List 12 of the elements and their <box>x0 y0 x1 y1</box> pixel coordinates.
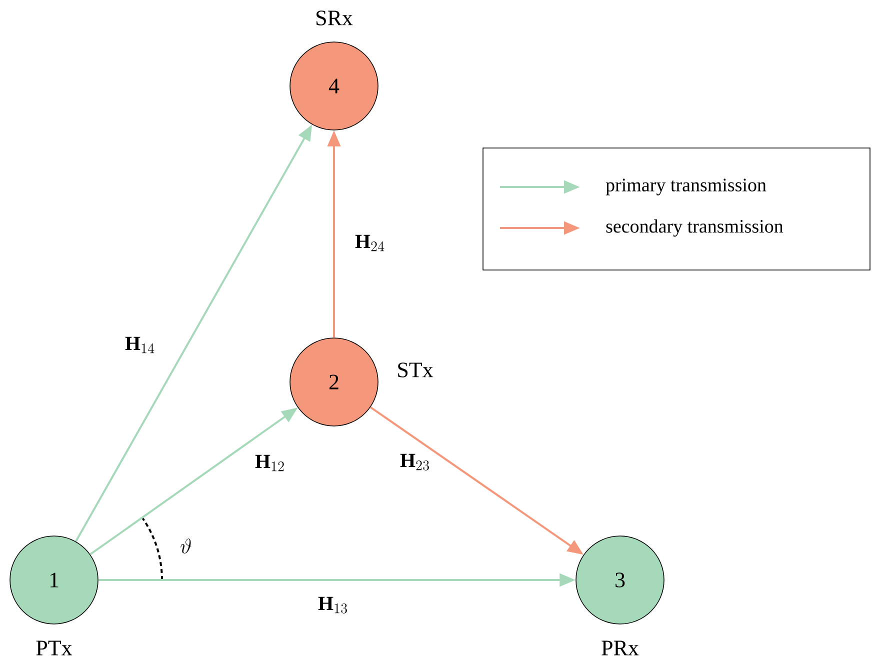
node-label: PTx <box>36 640 72 656</box>
legend-label: primary transmission <box>606 178 766 196</box>
angle-label: $\vartheta$ <box>180 538 192 554</box>
edge-label: $\mathbf{H}_{23}$ <box>400 454 429 470</box>
node-label: SRx <box>316 10 353 26</box>
node-label: STx <box>398 362 434 378</box>
edge-label: $\mathbf{H}_{13}$ <box>318 596 347 614</box>
legend-label: secondary transmission <box>606 219 784 237</box>
edge-label: $\mathbf{H}_{12}$ <box>255 454 284 472</box>
edge-label: $\mathbf{H}_{24}$ <box>355 234 384 252</box>
node-label: PRx <box>602 640 639 656</box>
edge-label: $\mathbf{H}_{14}$ <box>125 336 154 354</box>
